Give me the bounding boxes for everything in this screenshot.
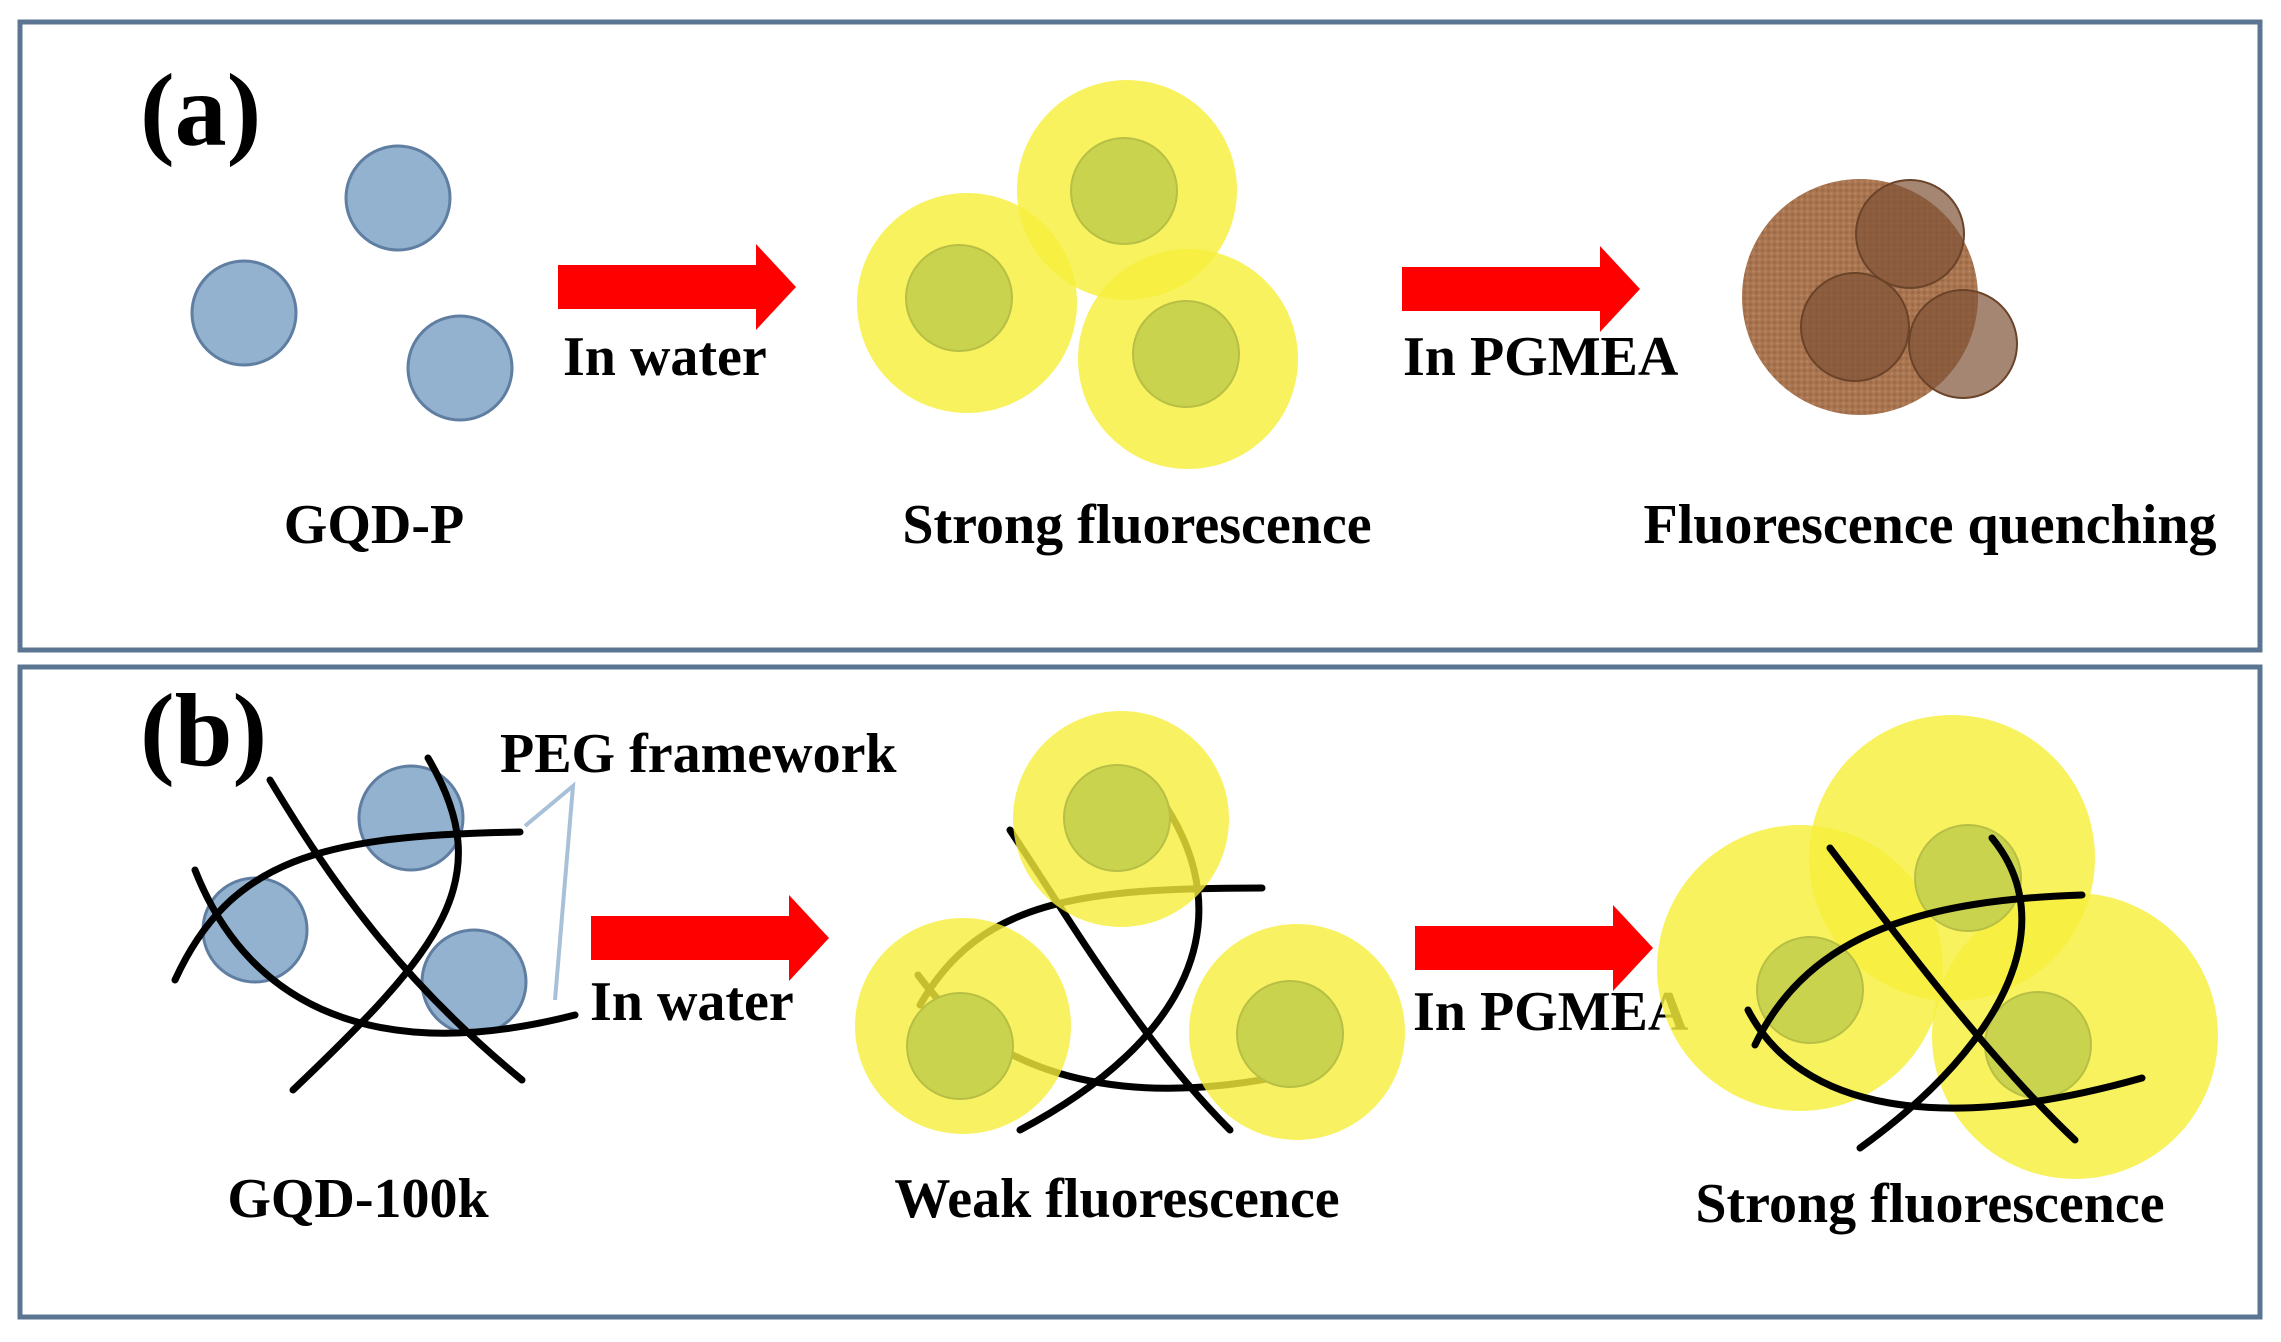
strong-fluorescence-caption: Strong fluorescence	[902, 494, 1371, 556]
gqd-100k-caption: GQD-100k	[227, 1168, 489, 1230]
gqd-dot	[906, 992, 1014, 1100]
peg-strand	[266, 776, 526, 1084]
weak-fluorescence-network	[855, 711, 1405, 1140]
peg-strand	[289, 754, 462, 1094]
panel-b-frame	[17, 664, 2263, 1320]
gqd-dot	[344, 144, 452, 252]
arrow-in-pgmea-a: In PGMEA	[1402, 246, 1679, 388]
gqd-dot	[1908, 289, 2018, 399]
right-arrow-icon	[591, 895, 829, 981]
gqd-dot	[1236, 980, 1344, 1088]
arrow-label: In water	[590, 971, 794, 1033]
gqd-p-particles	[190, 144, 514, 422]
panel-b: (b) PEG framework GQD-100k In water	[17, 664, 2263, 1320]
gqd-dot	[905, 244, 1013, 352]
gqd-dot	[420, 928, 528, 1036]
arrow-in-water-b: In water	[590, 895, 829, 1033]
quenched-aggregate	[1742, 179, 2018, 415]
peg-framework-label: PEG framework	[500, 723, 897, 785]
panel-a-frame	[17, 19, 2263, 653]
gqd-dot	[406, 314, 514, 422]
arrow-label: In PGMEA	[1403, 326, 1679, 388]
weak-fluorescence-caption: Weak fluorescence	[894, 1168, 1339, 1230]
peg-strand	[1744, 1006, 2146, 1112]
panel-b-label: (b)	[140, 673, 267, 788]
gqd-100k-network	[171, 754, 579, 1094]
arrow-in-water-a: In water	[558, 244, 796, 388]
right-arrow-icon	[558, 244, 796, 330]
arrow-in-pgmea-b: In PGMEA	[1413, 905, 1689, 1043]
gqd-dot	[190, 259, 298, 367]
right-arrow-icon	[1402, 246, 1640, 332]
panel-a: (a) GQD-P In water Strong fluorescence I…	[17, 19, 2263, 653]
gqd-dot	[1063, 764, 1171, 872]
pointer-line	[523, 781, 576, 1001]
peg-framework-pointer: PEG framework	[500, 723, 897, 1001]
gqd-dot	[1132, 300, 1240, 408]
strong-fluorescence-network	[1657, 715, 2218, 1179]
peg-strand	[1826, 844, 2079, 1144]
gqd-dot	[1070, 137, 1178, 245]
peg-strand	[1856, 834, 2026, 1152]
strong-fluorescence-caption-b: Strong fluorescence	[1695, 1173, 2164, 1235]
arrow-label: In PGMEA	[1413, 981, 1689, 1043]
peg-strand	[171, 828, 524, 984]
gqd-dot	[1800, 272, 1910, 382]
peg-strand	[191, 866, 579, 1037]
gqd-dot	[1984, 991, 2092, 1099]
arrow-label: In water	[563, 326, 767, 388]
gqd-dot	[1756, 936, 1864, 1044]
fluorescence-quenching-caption: Fluorescence quenching	[1644, 494, 2217, 556]
gqd-p-caption: GQD-P	[284, 494, 464, 556]
gqd-dot	[1855, 179, 1965, 289]
panel-a-label: (a)	[140, 53, 261, 168]
gqd-dot	[357, 764, 465, 872]
right-arrow-icon	[1415, 905, 1653, 991]
strong-fluorescence-cluster	[857, 80, 1298, 469]
